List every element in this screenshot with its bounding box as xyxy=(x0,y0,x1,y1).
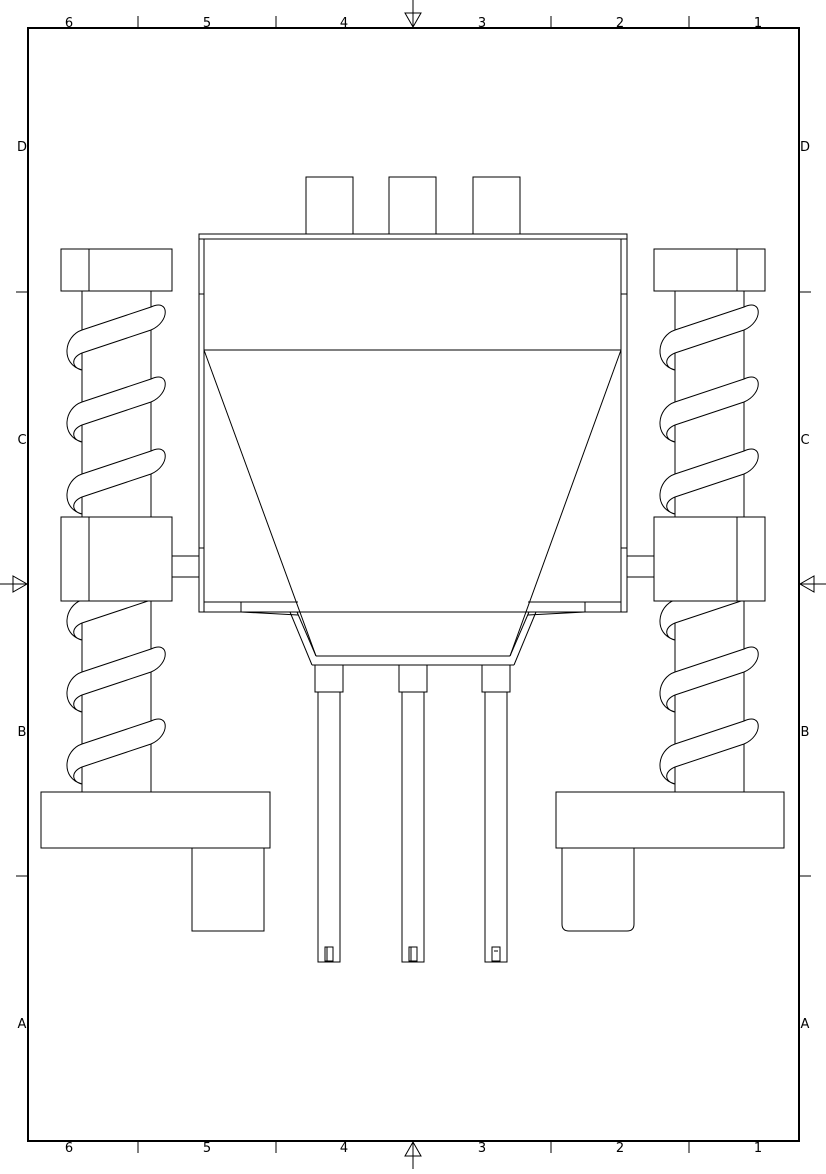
left-connector-arm xyxy=(171,555,200,578)
right-motor-block xyxy=(561,848,635,932)
left-motor-block xyxy=(191,847,265,932)
col-label-top-6: 6 xyxy=(65,16,73,31)
row-label-right-a: A xyxy=(801,1017,810,1032)
leg-center xyxy=(398,664,428,963)
left-base-plate xyxy=(40,791,271,849)
col-label-bottom-1: 1 xyxy=(754,1141,762,1156)
right-screw-assembly xyxy=(555,248,785,932)
col-label-top-5: 5 xyxy=(203,16,211,31)
right-base-plate xyxy=(555,791,785,849)
col-label-bottom-2: 2 xyxy=(616,1141,624,1156)
row-label-left-d: D xyxy=(17,140,27,155)
row-label-right-c: C xyxy=(800,433,809,448)
hopper-body xyxy=(198,233,628,666)
col-label-top-1: 1 xyxy=(754,16,762,31)
row-ticks xyxy=(16,291,811,877)
col-label-top-3: 3 xyxy=(478,16,486,31)
leg-right xyxy=(481,664,511,963)
top-block-left xyxy=(305,176,354,235)
row-label-left-b: B xyxy=(18,725,27,740)
row-label-left-a: A xyxy=(18,1017,27,1032)
row-label-left-c: C xyxy=(17,433,26,448)
left-upper-helix xyxy=(66,304,166,515)
leg-left xyxy=(314,664,344,963)
col-label-top-2: 2 xyxy=(616,16,624,31)
row-label-right-d: D xyxy=(800,140,810,155)
col-label-top-4: 4 xyxy=(340,16,348,31)
col-label-bottom-3: 3 xyxy=(478,1141,486,1156)
right-carriage-block xyxy=(653,516,766,602)
col-label-bottom-6: 6 xyxy=(65,1141,73,1156)
col-label-bottom-4: 4 xyxy=(340,1141,348,1156)
left-top-cap xyxy=(60,248,173,292)
column-ticks xyxy=(137,16,690,1153)
left-carriage-block xyxy=(60,516,173,602)
right-connector-arm xyxy=(626,555,655,578)
top-block-right xyxy=(472,176,521,235)
col-label-bottom-5: 5 xyxy=(203,1141,211,1156)
row-label-right-b: B xyxy=(801,725,810,740)
right-top-cap xyxy=(653,248,766,292)
right-upper-helix xyxy=(659,304,759,515)
top-block-center xyxy=(388,176,437,235)
left-screw-assembly xyxy=(40,248,271,932)
